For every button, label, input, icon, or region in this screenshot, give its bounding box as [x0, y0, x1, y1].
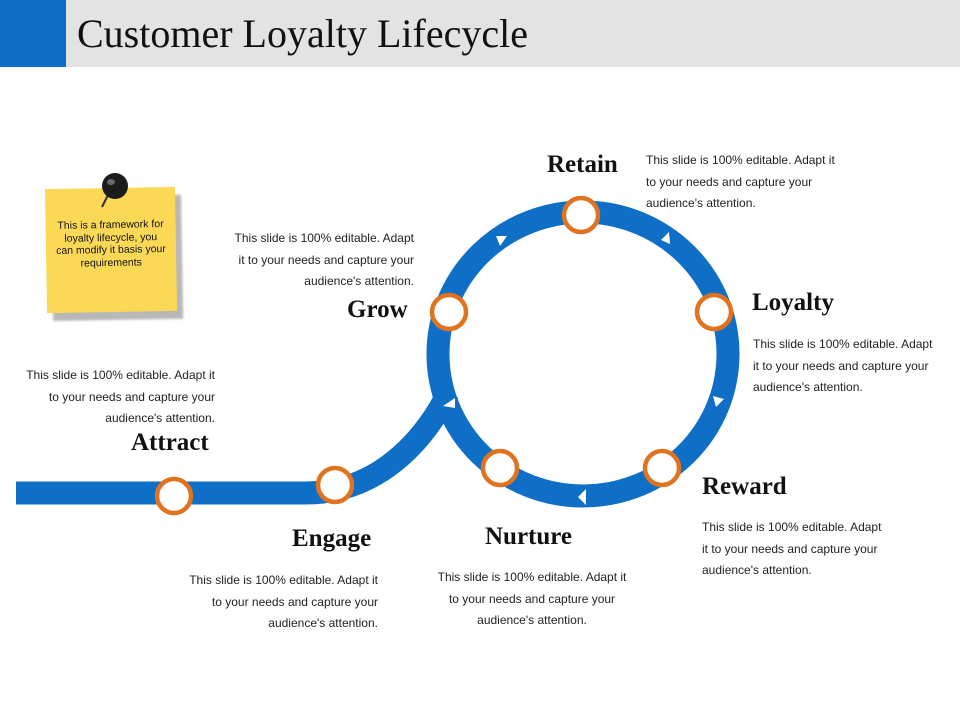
- page-title: Customer Loyalty Lifecycle: [77, 11, 528, 56]
- arrow-5: [578, 489, 586, 505]
- node-engage: [315, 465, 355, 505]
- arrow-2: [496, 236, 507, 246]
- node-loyalty: [694, 292, 734, 332]
- stage-label-attract: Attract: [131, 429, 209, 456]
- desc-grow: This slide is 100% editable. Adapt it to…: [234, 231, 414, 288]
- node-nurture: [480, 448, 520, 488]
- arrow-3: [661, 232, 670, 244]
- header-accent-block: [0, 0, 66, 67]
- stage-label-reward: Reward: [702, 473, 787, 500]
- arrow-1: [443, 398, 455, 408]
- node-reward: [642, 448, 682, 488]
- direction-arrows: [443, 232, 724, 505]
- desc-retain: This slide is 100% editable. Adapt it to…: [646, 153, 835, 210]
- stage-label-grow: Grow: [347, 296, 408, 323]
- pushpin-icon: [101, 173, 128, 208]
- stage-label-engage: Engage: [292, 525, 372, 552]
- stage-label-loyalty: Loyalty: [752, 289, 834, 316]
- desc-attract: This slide is 100% editable. Adapt it to…: [26, 368, 215, 425]
- node-attract: [154, 476, 194, 516]
- desc-nurture: This slide is 100% editable. Adapt it to…: [437, 570, 627, 627]
- lifecycle-path-loop: [426, 200, 740, 508]
- header-bar: [0, 0, 960, 67]
- sticky-note-text: This is a framework for loyalty lifecycl…: [56, 218, 166, 270]
- stage-label-retain: Retain: [547, 151, 618, 178]
- desc-loyalty: This slide is 100% editable. Adapt it to…: [753, 337, 933, 394]
- desc-engage: This slide is 100% editable. Adapt it to…: [189, 573, 378, 630]
- stage-label-nurture: Nurture: [485, 523, 573, 550]
- node-retain: [561, 195, 601, 235]
- desc-reward: This slide is 100% editable. Adapt it to…: [702, 520, 882, 577]
- arrow-4: [713, 396, 724, 407]
- node-grow: [429, 292, 469, 332]
